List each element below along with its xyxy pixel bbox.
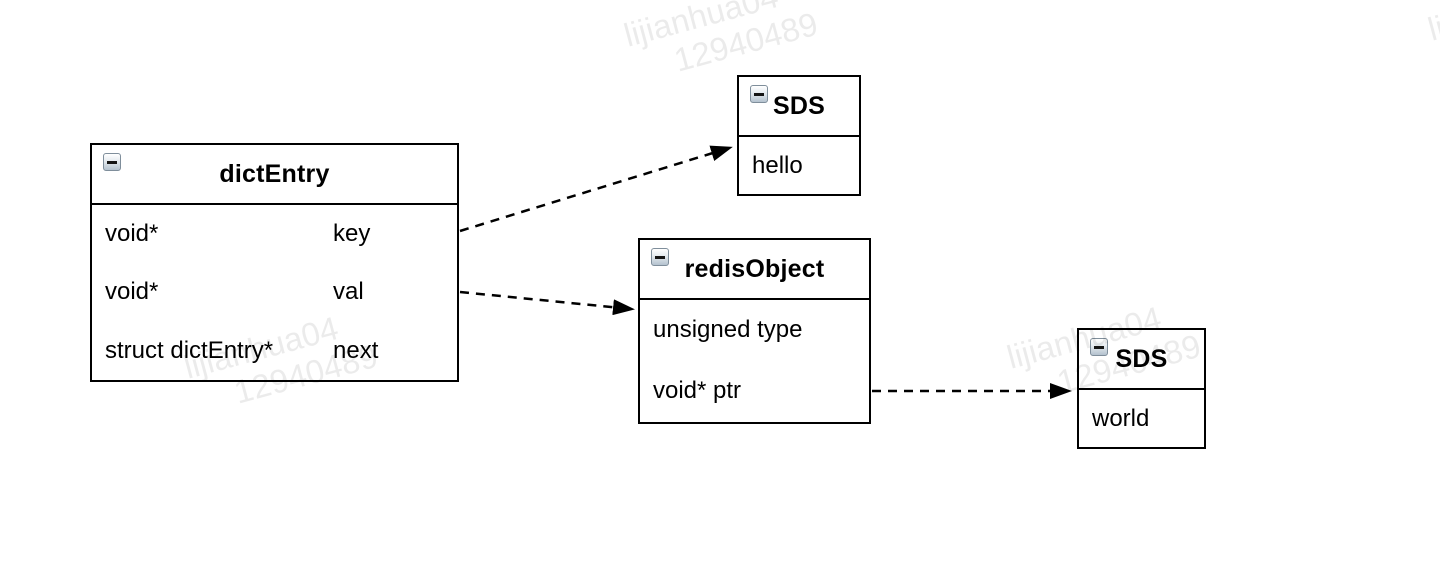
entity-sds-hello[interactable]: SDS hello — [737, 75, 861, 196]
field-type: void* — [105, 278, 159, 306]
field-type: void* — [105, 220, 159, 248]
field-row-ptr: void* ptr — [640, 361, 869, 422]
entity-title: SDS — [1115, 344, 1168, 373]
entity-sds-hello-header: SDS — [739, 77, 859, 137]
entity-sds-world-body: world — [1079, 390, 1204, 447]
collapse-icon[interactable] — [750, 85, 768, 103]
collapse-icon[interactable] — [103, 153, 121, 171]
value-row: world — [1079, 390, 1204, 447]
collapse-icon[interactable] — [1090, 338, 1108, 356]
entity-title: dictEntry — [219, 159, 330, 188]
minus-glyph — [107, 160, 117, 164]
field-name: next — [333, 336, 379, 364]
minus-glyph — [754, 92, 764, 96]
field-row-next: struct dictEntry* next — [92, 322, 457, 380]
field-name: val — [333, 278, 364, 306]
entity-sds-world[interactable]: SDS world — [1077, 328, 1206, 449]
field-name: key — [333, 220, 371, 248]
connector-key-to-sds-hello[interactable] — [459, 145, 733, 233]
entity-title: SDS — [772, 91, 825, 120]
entity-sds-hello-body: hello — [739, 137, 859, 194]
value-text: hello — [752, 151, 803, 179]
collapse-icon[interactable] — [651, 248, 669, 266]
field-type: struct dictEntry* — [105, 336, 274, 364]
field-text: unsigned type — [653, 316, 803, 344]
value-row: hello — [739, 137, 859, 194]
entity-redisobject-body: unsigned type void* ptr — [640, 300, 869, 421]
minus-glyph — [655, 255, 665, 259]
entity-dictentry[interactable]: dictEntry void* key void* val struct dic… — [90, 143, 459, 382]
value-text: world — [1092, 404, 1150, 432]
field-text: void* ptr — [653, 376, 742, 404]
entity-redisobject[interactable]: redisObject unsigned type void* ptr — [638, 238, 871, 424]
entity-dictentry-body: void* key void* val struct dictEntry* ne… — [92, 205, 457, 380]
connector-val-to-redisobject[interactable] — [459, 290, 635, 316]
field-row-val: void* val — [92, 263, 457, 321]
entity-redisobject-header: redisObject — [640, 240, 869, 300]
field-row-key: void* key — [92, 205, 457, 263]
entity-dictentry-header: dictEntry — [92, 145, 457, 205]
minus-glyph — [1094, 345, 1104, 349]
field-row-type: unsigned type — [640, 300, 869, 361]
entity-sds-world-header: SDS — [1079, 330, 1204, 390]
entity-title: redisObject — [684, 254, 825, 283]
